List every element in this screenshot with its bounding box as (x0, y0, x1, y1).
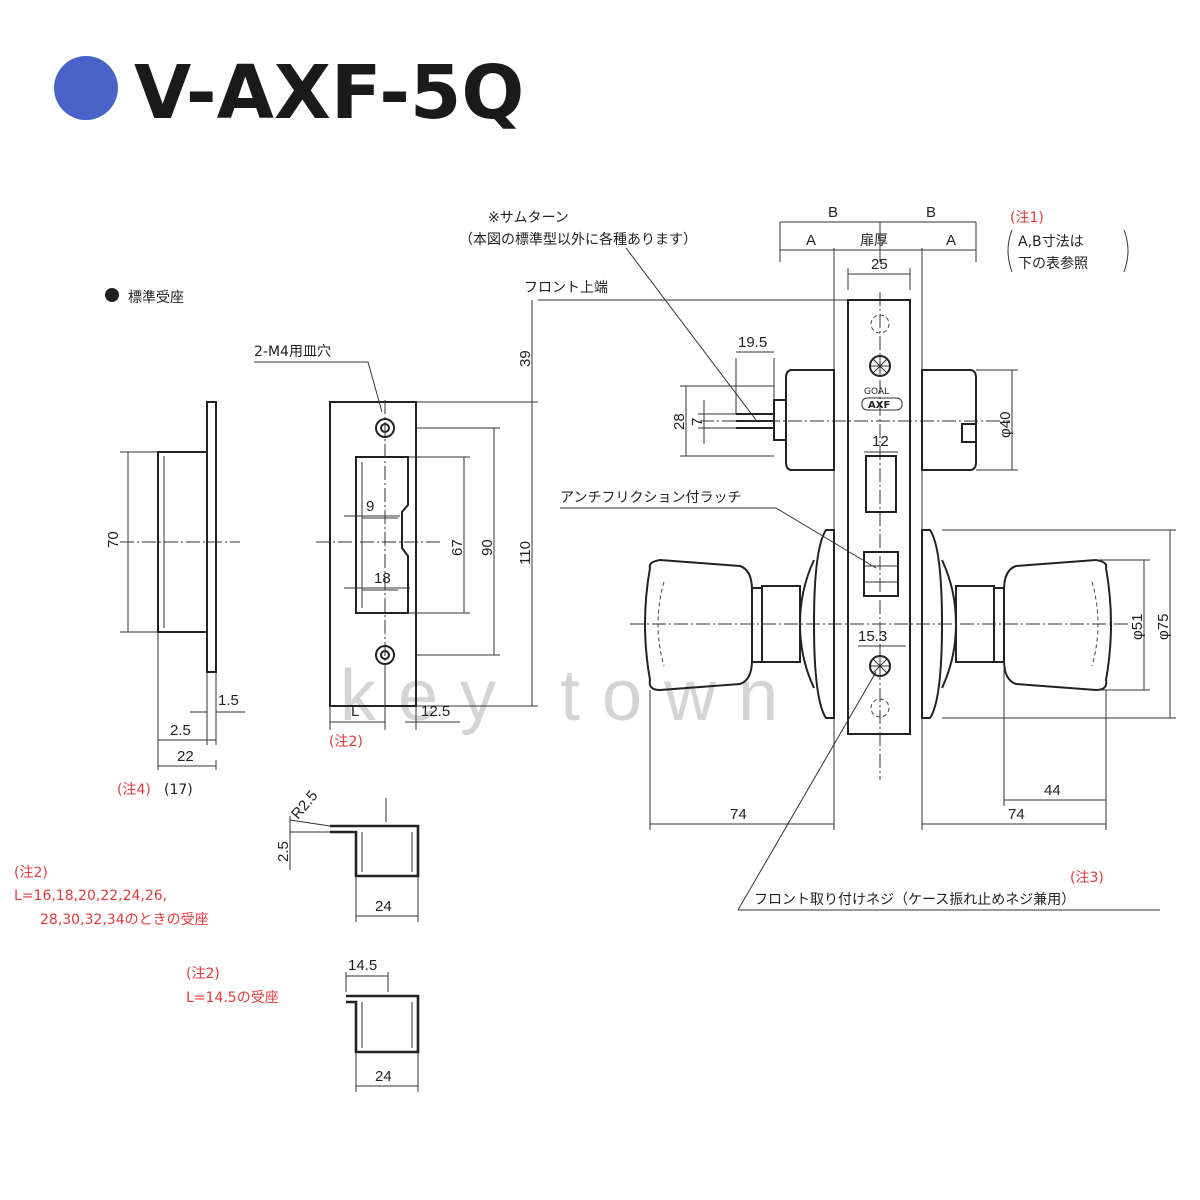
dim-L: L (351, 703, 359, 720)
dim-19-5: 19.5 (738, 334, 767, 351)
thumbturn-label-2: （本図の標準型以外に各種あります） (459, 232, 697, 248)
brand-goal: GOAL (864, 387, 889, 397)
dim-44: 44 (1044, 782, 1061, 799)
dim-7: 7 (689, 418, 706, 426)
note2b-line1: L=14.5の受座 (186, 990, 279, 1006)
dim-28: 28 (671, 413, 688, 430)
dim-15-3: 15.3 (858, 628, 887, 645)
dim-22: 22 (177, 748, 194, 765)
door-thickness-label: 扉厚 (860, 233, 888, 249)
note2-head: (注2) (14, 865, 48, 881)
dim-12-5: 12.5 (421, 703, 450, 720)
front-top-dim: 39 フロント上端 (517, 280, 848, 402)
front-top-label: フロント上端 (524, 280, 608, 296)
dim-A-left: A (806, 232, 816, 249)
note4-label: (注4) (117, 782, 151, 798)
thumbturn-label-1: ※サムターン (488, 210, 569, 226)
dim-phi51: φ51 (1129, 614, 1146, 640)
strike-front-view: 9 18 67 90 110 L 12.5 (注2) 2-M4用皿穴 (254, 344, 538, 750)
note4-value: (17) (164, 782, 193, 798)
dim-24b: 24 (375, 1068, 392, 1085)
note1-line2: 下の表参照 (1018, 255, 1088, 272)
note2-line1: L=16,18,20,22,24,26, (14, 888, 167, 904)
dim-2-5b: 2.5 (275, 841, 292, 862)
standard-strike-label: 標準受座 (128, 290, 184, 306)
note1-head: (注1) (1010, 210, 1044, 226)
dim-12: 12 (872, 433, 889, 450)
dim-74-left: 74 (730, 806, 747, 823)
strike-side-view: 70 1.5 2.5 22 (注4) (17) (105, 401, 245, 798)
dim-90: 90 (479, 539, 496, 556)
strike-section-standard: R2.5 2.5 24 (275, 787, 420, 922)
bullet-icon (105, 288, 119, 302)
watermark: key town (340, 656, 800, 736)
dim-phi40: φ40 (997, 412, 1014, 438)
dim-110: 110 (517, 541, 534, 565)
dim-B-left: B (828, 204, 838, 221)
dim-2-5: 2.5 (170, 722, 191, 739)
dim-24a: 24 (375, 898, 392, 915)
dim-9: 9 (366, 498, 374, 515)
note2-under-L: (注2) (329, 734, 363, 750)
dim-14-5: 14.5 (348, 957, 377, 974)
dim-39: 39 (517, 350, 534, 367)
strike-section-14-5: 14.5 24 (注2) L=14.5の受座 (186, 957, 420, 1092)
note2b-head: (注2) (186, 966, 220, 982)
latch-label: アンチフリクション付ラッチ (560, 490, 741, 506)
dim-r2-5: R2.5 (288, 787, 321, 822)
front-screw-label: フロント取り付けネジ（ケース振れ止めネジ兼用） (754, 892, 1075, 908)
dim-18: 18 (374, 570, 391, 587)
note3-label: (注3) (1070, 870, 1104, 886)
dim-70: 70 (105, 531, 122, 548)
dim-74-right: 74 (1008, 806, 1025, 823)
page-title: V-AXF-5Q (134, 50, 524, 136)
dim-1-5: 1.5 (218, 692, 239, 709)
note2-text: (注2) L=16,18,20,22,24,26, 28,30,32,34のとき… (14, 865, 209, 928)
dim-A-right: A (946, 232, 956, 249)
screw-hole-label: 2-M4用皿穴 (254, 344, 331, 360)
lock-main-view: B B A 扉厚 A 25 GOAL AXF 12 15.3 (459, 204, 1176, 911)
note1-line1: A,B寸法は (1018, 234, 1084, 250)
dim-67: 67 (449, 539, 466, 556)
dim-B-right: B (926, 204, 936, 221)
dim-25: 25 (871, 256, 888, 273)
title-dot (54, 56, 118, 120)
dim-phi75: φ75 (1155, 614, 1172, 640)
brand-axf: AXF (868, 400, 890, 411)
note2-line2: 28,30,32,34のときの受座 (40, 912, 209, 928)
